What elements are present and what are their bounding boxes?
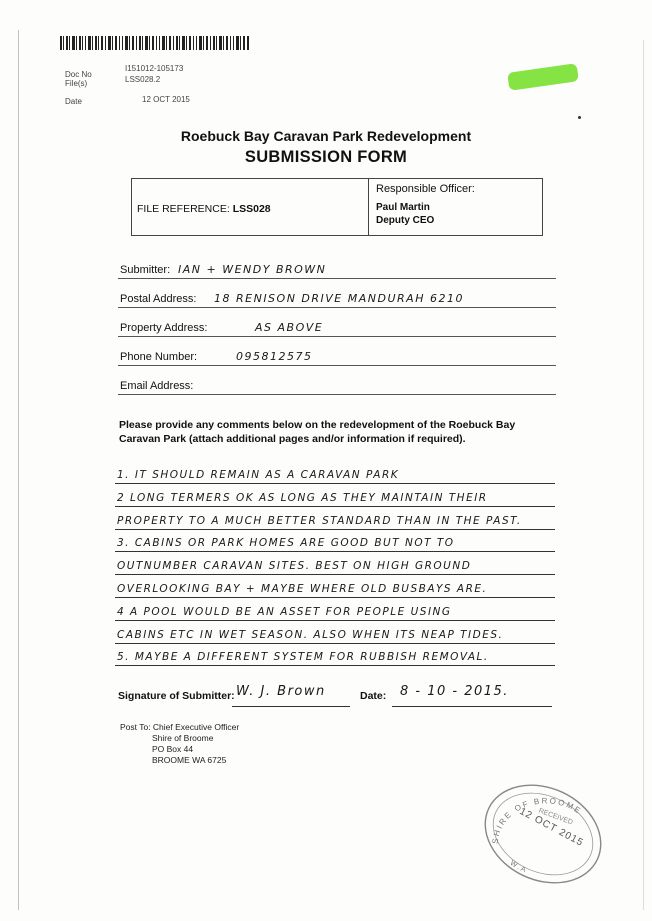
- form-title: Roebuck Bay Caravan Park Redevelopment: [180, 128, 472, 144]
- comment-line[interactable]: 2 LONG TERMERS OK AS LONG AS THEY MAINTA…: [115, 486, 555, 507]
- property-address-label: Property Address:: [120, 322, 208, 334]
- phone-number-label: Phone Number:: [120, 351, 198, 363]
- scan-dot: [578, 116, 581, 119]
- file-value: LSS028.2: [125, 75, 161, 84]
- postal-address-field[interactable]: Postal Address: 18 RENISON DRIVE MANDURA…: [118, 287, 556, 308]
- highlighter-mark: [507, 63, 579, 91]
- post-to-address: Post To: Chief Executive Officer Shire o…: [120, 722, 239, 766]
- submitter-field[interactable]: Submitter: IAN + WENDY BROWN: [118, 258, 556, 279]
- date-line: [392, 706, 552, 707]
- comment-line[interactable]: OUTNUMBER CARAVAN SITES. BEST ON HIGH GR…: [115, 554, 555, 576]
- form-subtitle: SUBMISSION FORM: [244, 148, 408, 166]
- scan-edge-right: [643, 40, 644, 910]
- date-value: 12 OCT 2015: [142, 95, 190, 104]
- comment-text: 2 LONG TERMERS OK AS LONG AS THEY MAINTA…: [117, 491, 488, 504]
- postal-address-value: 18 RENISON DRIVE MANDURAH 6210: [214, 292, 464, 305]
- comment-text: OUTNUMBER CARAVAN SITES. BEST ON HIGH GR…: [117, 560, 472, 573]
- comment-line[interactable]: 5. MAYBE A DIFFERENT SYSTEM FOR RUBBISH …: [115, 645, 555, 667]
- comment-text: 4 A POOL WOULD BE AN ASSET FOR PEOPLE US…: [117, 605, 452, 618]
- file-reference-box: FILE REFERENCE: LSS028 Responsible Offic…: [131, 178, 543, 236]
- comment-line[interactable]: CABINS ETC IN WET SEASON. ALSO WHEN ITS …: [115, 623, 555, 644]
- comment-text: CABINS ETC IN WET SEASON. ALSO WHEN ITS …: [117, 628, 504, 641]
- file-reference-label: FILE REFERENCE:: [137, 203, 230, 215]
- submitter-value: IAN + WENDY BROWN: [178, 263, 327, 276]
- file-label: File(s): [65, 79, 88, 88]
- doc-no-value: I151012-105173: [125, 64, 184, 73]
- phone-number-value: 095812575: [236, 350, 313, 363]
- comment-line[interactable]: PROPERTY TO A MUCH BETTER STANDARD THAN …: [115, 509, 555, 530]
- responsible-officer-label: Responsible Officer:: [376, 183, 475, 195]
- comment-text: 3. CABINS OR PARK HOMES ARE GOOD BUT NOT…: [117, 537, 455, 550]
- comment-text: 1. IT SHOULD REMAIN AS A CARAVAN PARK: [117, 469, 400, 481]
- comment-line[interactable]: OVERLOOKING BAY + MAYBE WHERE OLD BUSBAY…: [115, 577, 555, 598]
- barcode: [60, 36, 249, 50]
- file-reference-value: LSS028: [232, 203, 271, 215]
- signature-value: W. J. Brown: [236, 684, 326, 699]
- box-divider: [368, 179, 369, 235]
- post-to-line: PO Box 44: [152, 744, 194, 754]
- signature-line: [232, 706, 350, 707]
- comment-text: PROPERTY TO A MUCH BETTER STANDARD THAN …: [117, 514, 522, 527]
- file-reference: FILE REFERENCE: LSS028: [137, 203, 271, 215]
- scan-edge-left: [18, 30, 19, 910]
- property-address-value: AS ABOVE: [255, 321, 324, 334]
- comment-text: 5. MAYBE A DIFFERENT SYSTEM FOR RUBBISH …: [117, 651, 489, 664]
- property-address-field[interactable]: Property Address: AS ABOVE: [118, 316, 556, 337]
- date-label: Date: [65, 97, 82, 106]
- date-submitted-value: 8 - 10 - 2015.: [400, 684, 509, 699]
- comment-line[interactable]: 4 A POOL WOULD BE AN ASSET FOR PEOPLE US…: [115, 600, 555, 621]
- phone-number-field[interactable]: Phone Number: 095812575: [118, 345, 556, 366]
- officer-title: Deputy CEO: [376, 215, 435, 226]
- comment-line[interactable]: 3. CABINS OR PARK HOMES ARE GOOD BUT NOT…: [115, 531, 555, 553]
- post-to-line: BROOME WA 6725: [152, 755, 227, 765]
- submitter-label: Submitter:: [120, 264, 171, 276]
- email-address-label: Email Address:: [120, 380, 194, 392]
- signature-label: Signature of Submitter:: [118, 690, 235, 702]
- postal-address-label: Postal Address:: [120, 293, 197, 305]
- comments-prompt: Please provide any comments below on the…: [119, 419, 516, 445]
- received-stamp: SHIRE OF BROOME RECEIVED W.A: [484, 784, 602, 884]
- email-address-field[interactable]: Email Address:: [118, 374, 556, 395]
- date-submitted-label: Date:: [360, 690, 387, 702]
- comment-line[interactable]: 1. IT SHOULD REMAIN AS A CARAVAN PARK: [115, 463, 555, 484]
- post-to-line: Shire of Broome: [152, 733, 214, 743]
- comment-text: OVERLOOKING BAY + MAYBE WHERE OLD BUSBAY…: [117, 583, 488, 595]
- officer-block: Paul Martin Deputy CEO: [376, 201, 434, 227]
- officer-name: Paul Martin: [376, 202, 430, 213]
- post-to-line: Post To: Chief Executive Officer: [120, 722, 240, 732]
- doc-no-label: Doc No: [65, 70, 92, 79]
